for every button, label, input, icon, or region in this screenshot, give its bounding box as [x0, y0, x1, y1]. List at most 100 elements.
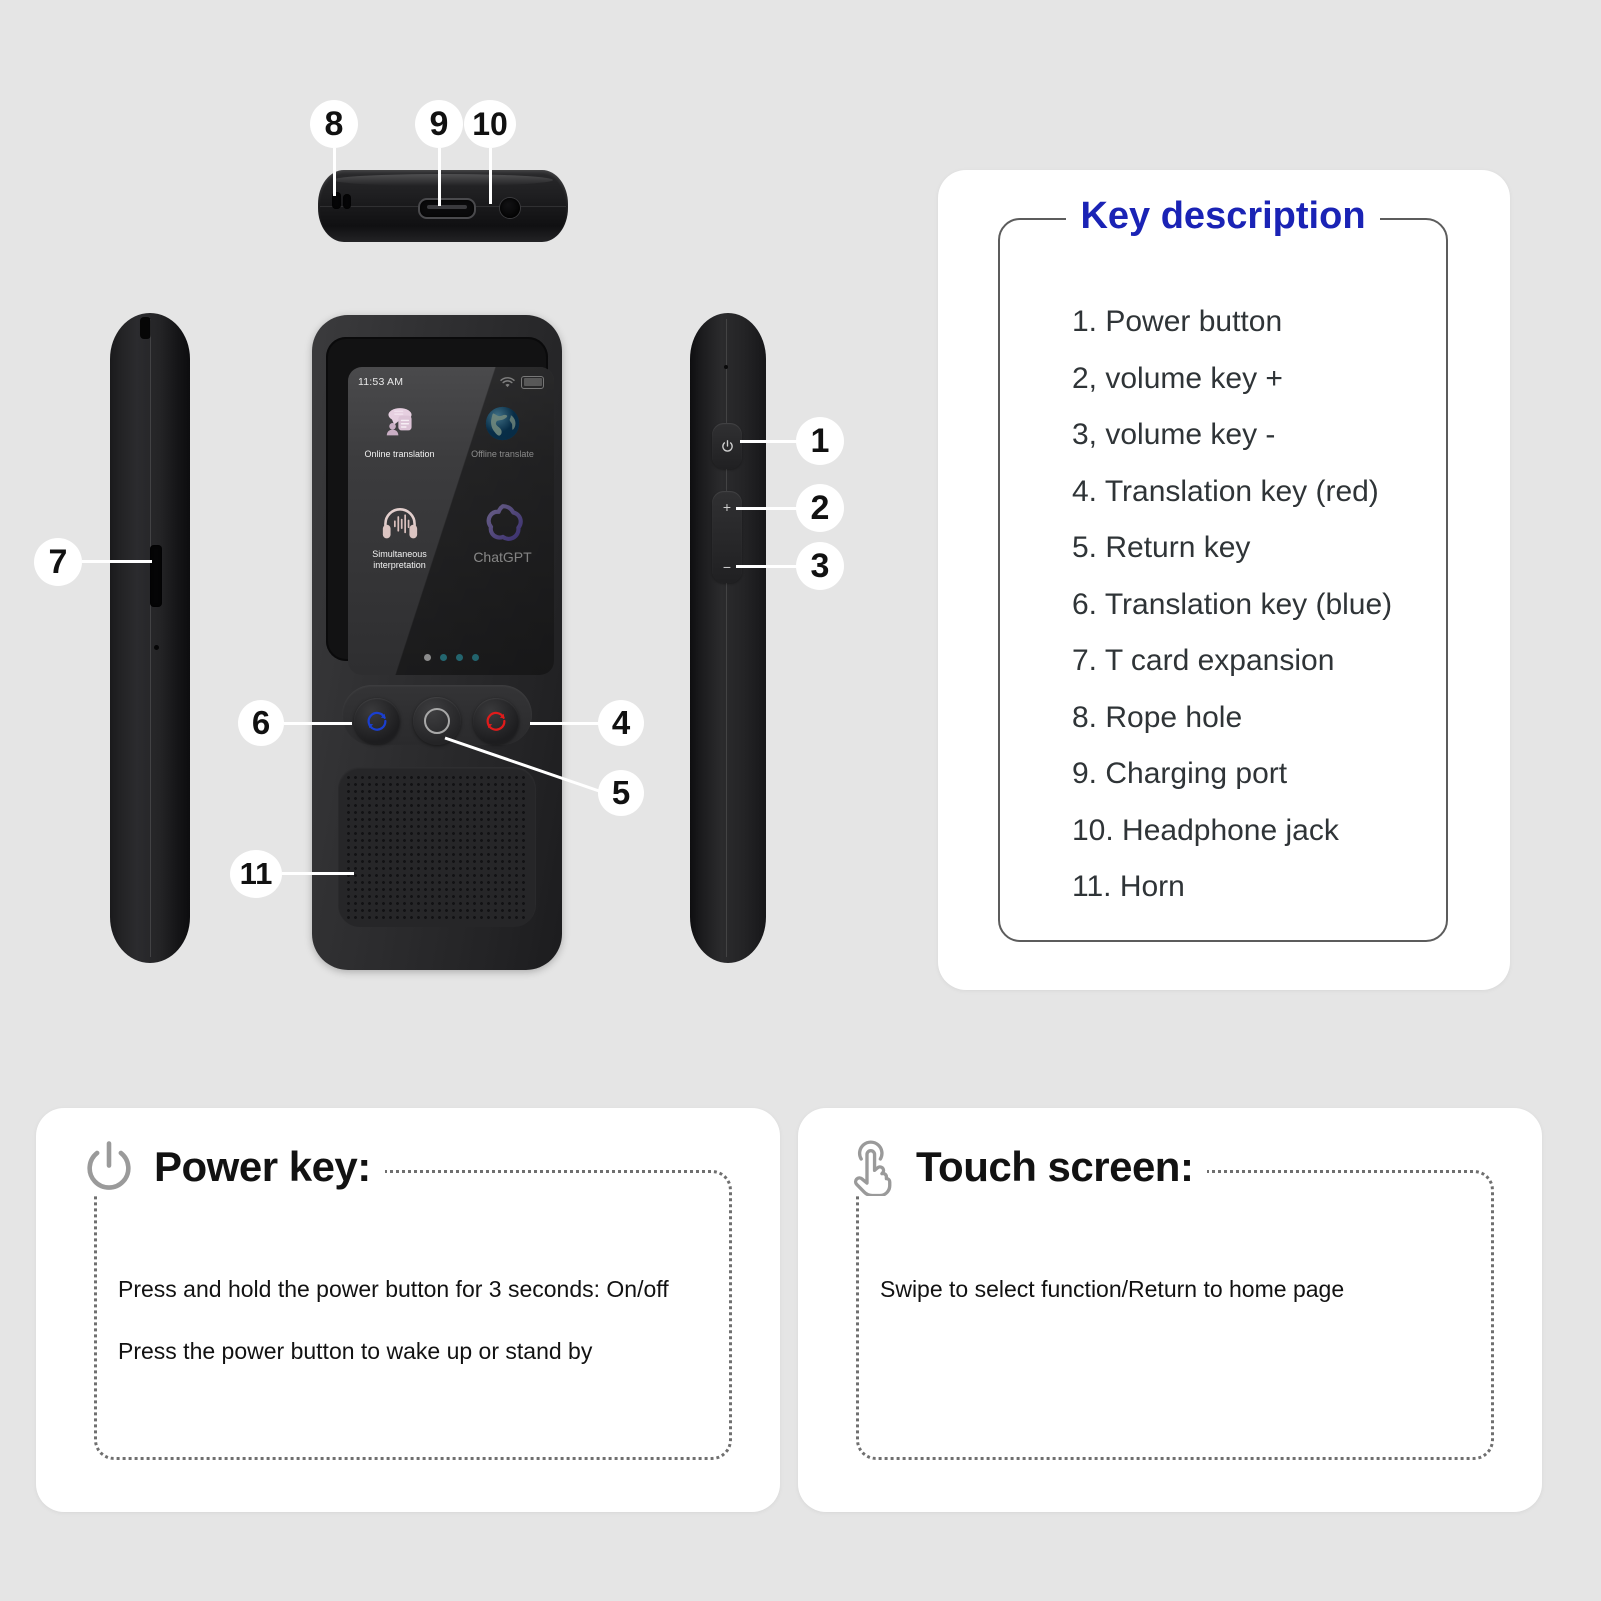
- callout-number: 2: [810, 488, 830, 527]
- globe-icon: [484, 397, 521, 449]
- device-top-body: [318, 170, 568, 242]
- wifi-icon: [500, 376, 515, 387]
- page-dot-3[interactable]: [455, 654, 463, 661]
- touch-screen-body: Swipe to select function/Return to home …: [880, 1258, 1472, 1320]
- online-translation-icon: [380, 397, 420, 449]
- device-screen[interactable]: 11:53 AM: [348, 367, 554, 675]
- microphone-hole: [154, 645, 159, 650]
- device-right-side-view: + −: [690, 313, 766, 963]
- callout-number: 3: [810, 546, 830, 585]
- app-online-translation[interactable]: Online translation: [348, 397, 451, 493]
- callout-badge-1: 1: [796, 417, 844, 465]
- callout-number: 7: [48, 542, 68, 581]
- power-icon: [87, 1141, 131, 1190]
- callout-leader-11: [282, 872, 354, 875]
- page-indicator-dots[interactable]: [348, 654, 554, 661]
- callout-badge-9: 9: [415, 100, 463, 148]
- volume-rocker[interactable]: + −: [712, 491, 742, 583]
- translation-key-red[interactable]: [473, 698, 519, 744]
- callout-badge-10: 10: [464, 100, 516, 148]
- power-key-line: Press the power button to wake up or sta…: [118, 1338, 593, 1364]
- device-top-edge-view: [318, 170, 568, 242]
- t-card-expansion-slot: [150, 545, 162, 607]
- callout-number: 11: [239, 856, 273, 891]
- power-button[interactable]: [712, 423, 742, 469]
- battery-icon: [521, 375, 544, 389]
- circular-arrow-icon: [367, 711, 387, 731]
- page-dot-2[interactable]: [439, 654, 447, 661]
- app-label: Offline translate: [471, 449, 534, 459]
- power-key-body: Press and hold the power button for 3 se…: [118, 1258, 710, 1382]
- touch-screen-title: Touch screen:: [916, 1143, 1194, 1190]
- callout-leader-9: [438, 148, 441, 206]
- callout-number: 5: [611, 774, 631, 811]
- key-description-box: Key description 1. Power button 2, volum…: [998, 194, 1448, 942]
- charging-port: [418, 198, 476, 219]
- callout-leader-1: [740, 440, 798, 443]
- translation-key-blue[interactable]: [354, 698, 400, 744]
- app-offline-translate[interactable]: Offline translate: [451, 397, 554, 493]
- list-item: 10. Headphone jack: [1072, 813, 1339, 847]
- callout-badge-3: 3: [796, 542, 844, 590]
- list-item: 3, volume key -: [1072, 418, 1276, 451]
- device-left-side-view: [110, 313, 190, 963]
- page-dot-4[interactable]: [471, 654, 479, 661]
- touch-screen-header: Touch screen:: [842, 1138, 1208, 1196]
- callout-badge-11: 11: [230, 850, 282, 898]
- list-item: 7. T card expansion: [1072, 644, 1335, 677]
- rope-hole: [332, 192, 341, 209]
- circular-arrow-icon: [486, 711, 506, 731]
- callout-number: 8: [324, 104, 344, 143]
- device-left-body: [110, 313, 190, 963]
- callout-number: 4: [611, 704, 631, 741]
- key-description-title-text: Key description: [1066, 194, 1380, 238]
- volume-key-minus[interactable]: −: [722, 559, 732, 575]
- callout-number: 1: [810, 421, 830, 460]
- indicator-hole: [724, 365, 728, 369]
- app-grid: Online translation: [348, 397, 554, 593]
- app-chatgpt[interactable]: ChatGPT: [451, 497, 554, 593]
- list-item: 2, volume key +: [1072, 361, 1283, 395]
- app-simultaneous-interpretation[interactable]: Simultaneous interpretation: [348, 497, 451, 593]
- power-key-title: Power key:: [154, 1143, 371, 1190]
- right-seam: [726, 319, 727, 957]
- list-item: 11. Horn: [1072, 870, 1185, 903]
- touch-screen-line: Swipe to select function/Return to home …: [880, 1276, 1345, 1302]
- return-key[interactable]: [413, 697, 461, 745]
- screen-bezel: 11:53 AM: [326, 337, 554, 675]
- power-key-line: Press and hold the power button for 3 se…: [118, 1276, 669, 1302]
- callout-leader-4: [530, 722, 600, 725]
- device-right-body: + −: [690, 313, 766, 963]
- app-label: Simultaneous interpretation: [372, 549, 427, 570]
- app-label: ChatGPT: [473, 549, 532, 565]
- callout-leader-8: [333, 148, 336, 196]
- status-bar: 11:53 AM: [348, 373, 554, 391]
- volume-key-plus[interactable]: +: [722, 499, 732, 515]
- key-description-list: 1. Power button 2, volume key + 3, volum…: [1032, 294, 1436, 916]
- status-time: 11:53 AM: [358, 376, 404, 388]
- power-key-header: Power key:: [80, 1138, 385, 1196]
- top-glare: [333, 174, 553, 186]
- horn-speaker: [338, 767, 536, 927]
- list-item: 6. Translation key (blue): [1072, 587, 1393, 621]
- touch-hand-icon: [853, 1140, 892, 1196]
- left-seam: [150, 319, 151, 957]
- callout-leader-5: [444, 736, 603, 794]
- key-description-card: Key description 1. Power button 2, volum…: [938, 170, 1510, 990]
- power-icon: [721, 439, 733, 452]
- callout-badge-2: 2: [796, 484, 844, 532]
- callout-number: 10: [472, 105, 508, 142]
- callout-leader-3: [736, 565, 798, 568]
- power-key-card: Power key: Press and hold the power butt…: [36, 1108, 780, 1512]
- callout-leader-10: [489, 148, 492, 204]
- left-top-notch: [140, 317, 151, 339]
- touch-screen-card: Touch screen: Swipe to select function/R…: [798, 1108, 1542, 1512]
- callout-badge-5: 5: [598, 770, 644, 816]
- headphone-jack: [500, 198, 520, 218]
- list-item: 4. Translation key (red): [1072, 474, 1379, 508]
- list-item: 8. Rope hole: [1072, 700, 1243, 734]
- speaker-mesh: [345, 774, 529, 920]
- callout-leader-6: [284, 722, 352, 725]
- page-dot-1[interactable]: [423, 654, 431, 661]
